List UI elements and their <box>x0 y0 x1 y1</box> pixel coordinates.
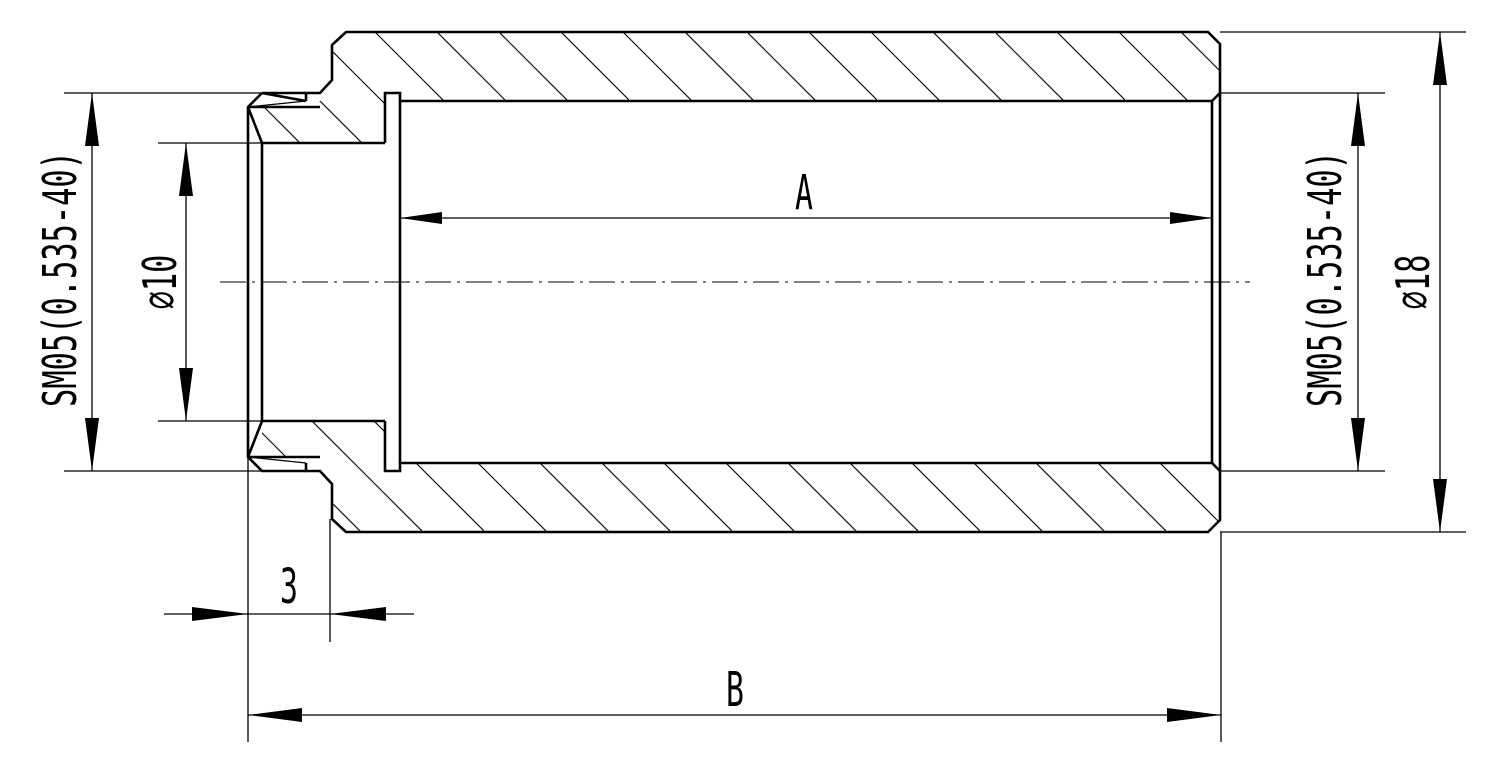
dim-label-3: 3 <box>280 560 298 615</box>
arrow-bore-bottom <box>179 368 193 421</box>
hatch-line <box>120 25 245 150</box>
hatch-line <box>367 32 494 143</box>
arrow-3-left <box>192 607 248 621</box>
section-hatching-top <box>120 25 1361 150</box>
hatch-line <box>262 421 370 532</box>
dim-label-bore-diameter: ⌀10 <box>135 255 188 310</box>
arrow-3-right <box>330 607 386 621</box>
arrow-outer-bottom <box>1433 479 1447 532</box>
extension-lines <box>64 31 1466 742</box>
arrow-a-right <box>1170 212 1212 224</box>
dim-label-b: B <box>726 663 744 718</box>
hatch-line <box>925 32 1052 143</box>
hatch-line <box>1173 421 1220 532</box>
hatch-line <box>1236 25 1361 150</box>
arrowheads <box>85 32 1447 722</box>
hatch-line <box>429 32 556 143</box>
hatch-line <box>120 415 245 540</box>
arrow-outer-top <box>1433 32 1447 85</box>
hatch-line <box>1049 421 1176 532</box>
hatch-line <box>1236 415 1361 540</box>
hatch-line <box>801 421 928 532</box>
arrow-b-right <box>1167 708 1221 722</box>
hatch-line <box>429 421 556 532</box>
hatch-line <box>491 32 618 143</box>
hatch-line <box>863 32 990 143</box>
hatch-line <box>987 32 1114 143</box>
arrow-left-thread-bottom <box>85 418 99 471</box>
arrow-bore-top <box>179 143 193 196</box>
arrow-a-left <box>400 212 442 224</box>
hatch-line <box>1049 32 1176 143</box>
dimension-lines <box>91 32 1441 716</box>
hatch-line <box>262 32 308 143</box>
hatch-line <box>925 421 1052 532</box>
arrow-b-left <box>248 708 302 722</box>
hatch-line <box>615 421 742 532</box>
hatch-line <box>677 32 804 143</box>
hatch-line <box>615 32 742 143</box>
dim-label-outer-diameter: ⌀18 <box>1388 255 1441 310</box>
hatch-line <box>305 421 432 532</box>
hatch-line <box>553 32 680 143</box>
arrow-right-thread-top <box>1351 93 1365 146</box>
hatch-line <box>801 32 928 143</box>
hatch-line <box>262 421 308 532</box>
dimension-labels: A B 3 SM05(0.535-40) ⌀10 SM05(0.535-40) … <box>35 151 1441 718</box>
hatch-line <box>553 421 680 532</box>
hatch-line <box>262 32 370 143</box>
section-hatching-bottom <box>120 415 1361 540</box>
arrow-right-thread-bottom <box>1351 418 1365 471</box>
dim-label-left-thread: SM05(0.535-40) <box>35 151 88 407</box>
dim-label-a: A <box>795 166 813 221</box>
hatch-line <box>739 32 866 143</box>
hatch-line <box>863 421 990 532</box>
dim-label-right-thread: SM05(0.535-40) <box>1300 151 1353 407</box>
hatch-line <box>677 421 804 532</box>
hatch-line <box>987 421 1114 532</box>
hatch-line <box>739 421 866 532</box>
arrow-left-thread-top <box>85 93 99 146</box>
hatch-line <box>367 421 494 532</box>
hatch-line <box>491 421 618 532</box>
hatch-line <box>1173 32 1220 143</box>
